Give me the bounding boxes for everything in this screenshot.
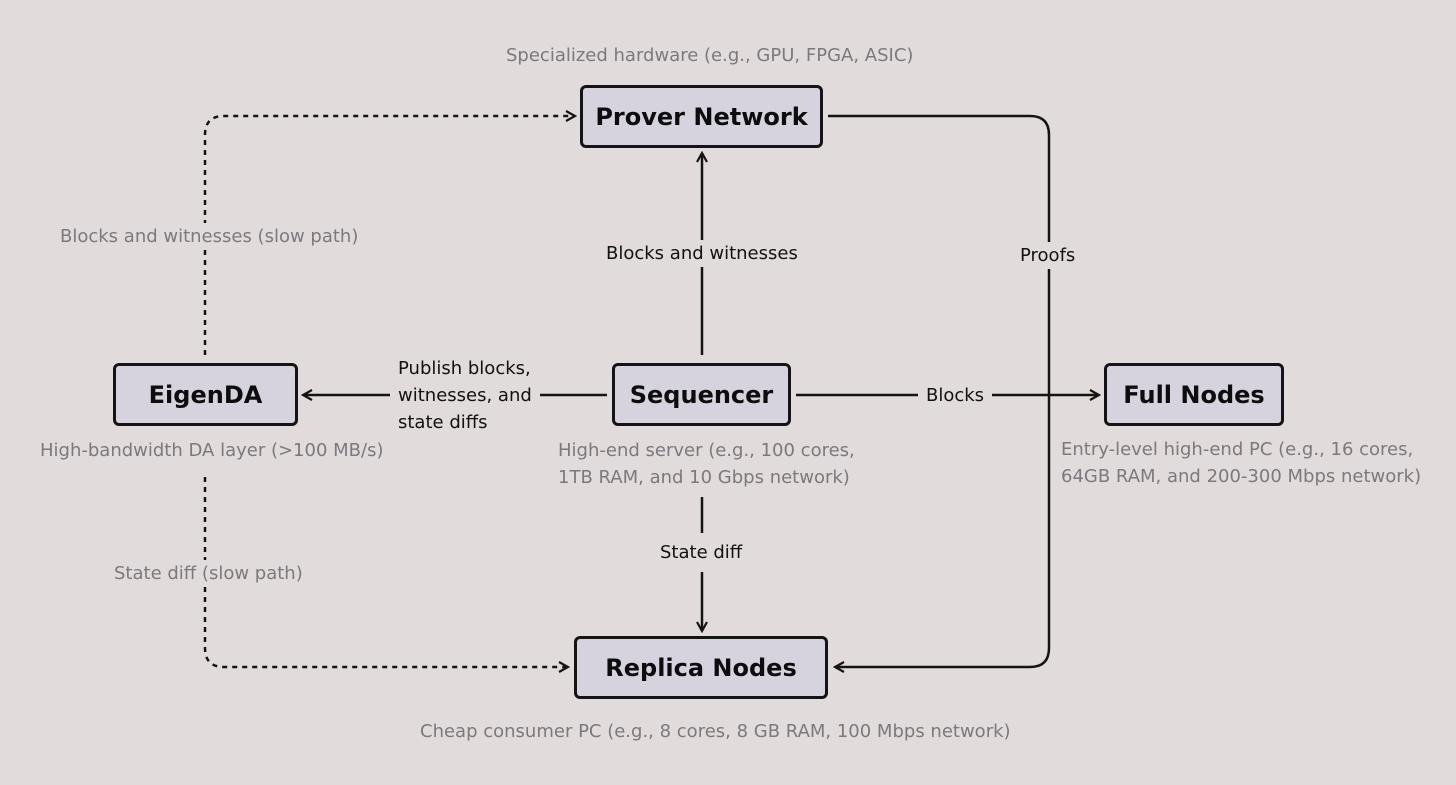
- edge-label-blocks-witnesses-slow: Blocks and witnesses (slow path): [52, 223, 367, 250]
- edge-label-blocks: Blocks: [918, 382, 993, 409]
- edge-prover-to-replica: [828, 114, 1051, 667]
- edge-eigenda-to-prover: [203, 116, 575, 355]
- node-eigenda: EigenDA: [113, 363, 298, 426]
- edge-eigenda-to-replica: [203, 477, 568, 667]
- edge-label-state-diff: State diff: [652, 533, 751, 572]
- edge-label-state-diff-slow: State diff (slow path): [106, 560, 311, 587]
- node-replica-nodes: Replica Nodes: [574, 636, 828, 699]
- node-sequencer: Sequencer: [612, 363, 791, 426]
- note-replica-hardware: Cheap consumer PC (e.g., 8 cores, 8 GB R…: [420, 721, 1011, 742]
- note-fullnodes-hardware: Entry-level high-end PC (e.g., 16 cores,…: [1061, 436, 1421, 490]
- edge-label-publish-line1: Publish blocks,: [398, 358, 531, 379]
- edge-label-publish-line3: state diffs: [398, 412, 488, 433]
- node-prover-network: Prover Network: [580, 85, 823, 148]
- edge-label-blocks-witnesses: Blocks and witnesses: [598, 240, 806, 267]
- note-fullnodes-line2: 64GB RAM, and 200-300 Mbps network): [1061, 466, 1422, 487]
- note-eigenda-hardware: High-bandwidth DA layer (>100 MB/s): [40, 440, 384, 461]
- edge-label-proofs: Proofs: [1012, 242, 1084, 269]
- note-fullnodes-line1: Entry-level high-end PC (e.g., 16 cores,: [1061, 439, 1414, 460]
- note-sequencer-line1: High-end server (e.g., 100 cores,: [558, 440, 855, 461]
- edge-label-publish-line2: witnesses, and: [398, 385, 532, 406]
- note-sequencer-hardware: High-end server (e.g., 100 cores, 1TB RA…: [558, 437, 855, 491]
- edge-label-publish: Publish blocks, witnesses, and state dif…: [390, 355, 540, 436]
- note-prover-hardware: Specialized hardware (e.g., GPU, FPGA, A…: [506, 45, 914, 66]
- node-full-nodes: Full Nodes: [1104, 363, 1284, 426]
- note-sequencer-line2: 1TB RAM, and 10 Gbps network): [558, 467, 850, 488]
